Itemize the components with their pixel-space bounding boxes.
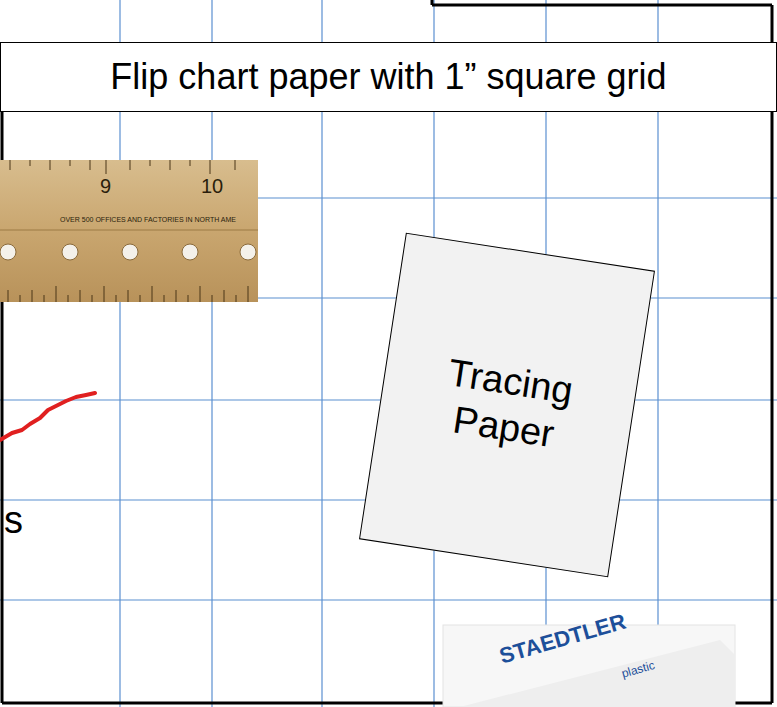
cut-off-letter: s bbox=[4, 500, 23, 542]
tracing-paper-sheet: Tracing Paper bbox=[359, 233, 655, 578]
title-heading: Flip chart paper with 1” square grid bbox=[0, 42, 777, 112]
ruler-number: 9 bbox=[100, 175, 111, 197]
node-label: Tracing Paper bbox=[411, 346, 603, 463]
ruler-picture bbox=[0, 160, 258, 302]
red-marker-line bbox=[0, 393, 95, 440]
ruler-imprint: OVER 500 OFFICES AND FACTORIES IN NORTH … bbox=[60, 216, 236, 224]
ruler-number: 10 bbox=[201, 175, 223, 197]
